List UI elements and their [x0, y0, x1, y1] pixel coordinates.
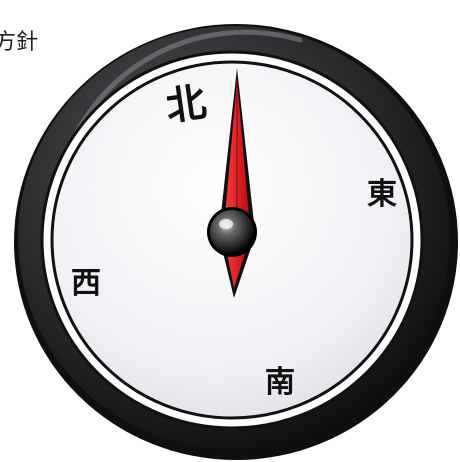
- south-label: 南: [265, 365, 295, 400]
- pivot-icon: [207, 207, 257, 257]
- west-label: 西: [71, 266, 101, 301]
- east-label: 東: [367, 177, 397, 212]
- caption-text: 方針: [0, 30, 39, 55]
- north-label: 北: [163, 79, 209, 130]
